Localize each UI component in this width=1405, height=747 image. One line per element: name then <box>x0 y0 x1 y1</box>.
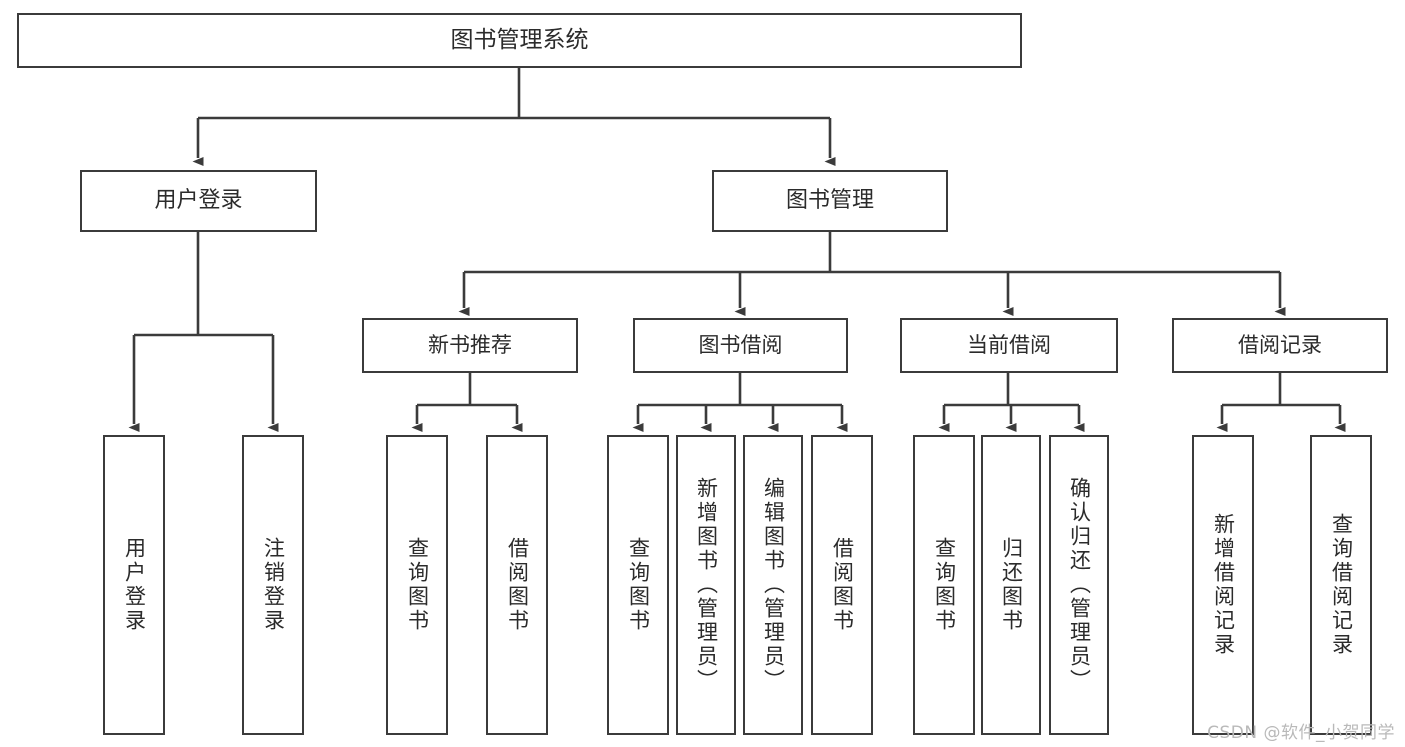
node-leaf-logout-login[interactable]: 注销登录 <box>242 435 304 735</box>
node-current-borrow-label: 当前借阅 <box>967 333 1051 358</box>
node-leaf-user-login-label: 用户登录 <box>122 537 147 633</box>
node-leaf-confirm-return-admin[interactable]: 确认归还（管理员） <box>1049 435 1109 735</box>
node-leaf-add-borrow-record[interactable]: 新增借阅记录 <box>1192 435 1254 735</box>
node-book-management[interactable]: 图书管理 <box>712 170 948 232</box>
node-leaf-return-book-label: 归还图书 <box>999 537 1024 633</box>
node-leaf-query-book-1-label: 查询图书 <box>405 537 430 633</box>
node-leaf-user-login[interactable]: 用户登录 <box>103 435 165 735</box>
node-book-borrow-label: 图书借阅 <box>698 333 783 358</box>
node-leaf-logout-login-label: 注销登录 <box>261 537 286 633</box>
node-leaf-borrow-book-2[interactable]: 借阅图书 <box>811 435 873 735</box>
node-leaf-add-book-admin[interactable]: 新增图书（管理员） <box>676 435 736 735</box>
node-leaf-confirm-return-admin-label: 确认归还（管理员） <box>1067 477 1092 693</box>
node-leaf-query-book-2[interactable]: 查询图书 <box>607 435 669 735</box>
node-book-borrow[interactable]: 图书借阅 <box>633 318 848 373</box>
node-root-label: 图书管理系统 <box>450 26 589 53</box>
node-leaf-add-borrow-record-label: 新增借阅记录 <box>1211 513 1236 657</box>
node-leaf-query-book-3-label: 查询图书 <box>932 537 957 633</box>
node-leaf-query-borrow-record-label: 查询借阅记录 <box>1329 513 1354 657</box>
node-leaf-query-borrow-record[interactable]: 查询借阅记录 <box>1310 435 1372 735</box>
node-borrow-record-label: 借阅记录 <box>1238 333 1322 358</box>
node-leaf-return-book[interactable]: 归还图书 <box>981 435 1041 735</box>
node-book-management-label: 图书管理 <box>785 188 874 214</box>
node-leaf-borrow-book-1[interactable]: 借阅图书 <box>486 435 548 735</box>
node-root[interactable]: 图书管理系统 <box>17 13 1022 68</box>
node-leaf-add-book-admin-label: 新增图书（管理员） <box>694 477 719 693</box>
node-borrow-record[interactable]: 借阅记录 <box>1172 318 1388 373</box>
node-new-book-recommend-label: 新书推荐 <box>428 333 512 358</box>
node-leaf-query-book-3[interactable]: 查询图书 <box>913 435 975 735</box>
node-leaf-edit-book-admin-label: 编辑图书（管理员） <box>761 477 786 693</box>
node-leaf-edit-book-admin[interactable]: 编辑图书（管理员） <box>743 435 803 735</box>
node-user-login[interactable]: 用户登录 <box>80 170 317 232</box>
node-leaf-borrow-book-2-label: 借阅图书 <box>830 537 855 633</box>
node-new-book-recommend[interactable]: 新书推荐 <box>362 318 578 373</box>
node-leaf-borrow-book-1-label: 借阅图书 <box>505 537 530 633</box>
node-leaf-query-book-2-label: 查询图书 <box>626 537 651 633</box>
node-current-borrow[interactable]: 当前借阅 <box>900 318 1118 373</box>
node-user-login-label: 用户登录 <box>154 188 243 214</box>
node-leaf-query-book-1[interactable]: 查询图书 <box>386 435 448 735</box>
